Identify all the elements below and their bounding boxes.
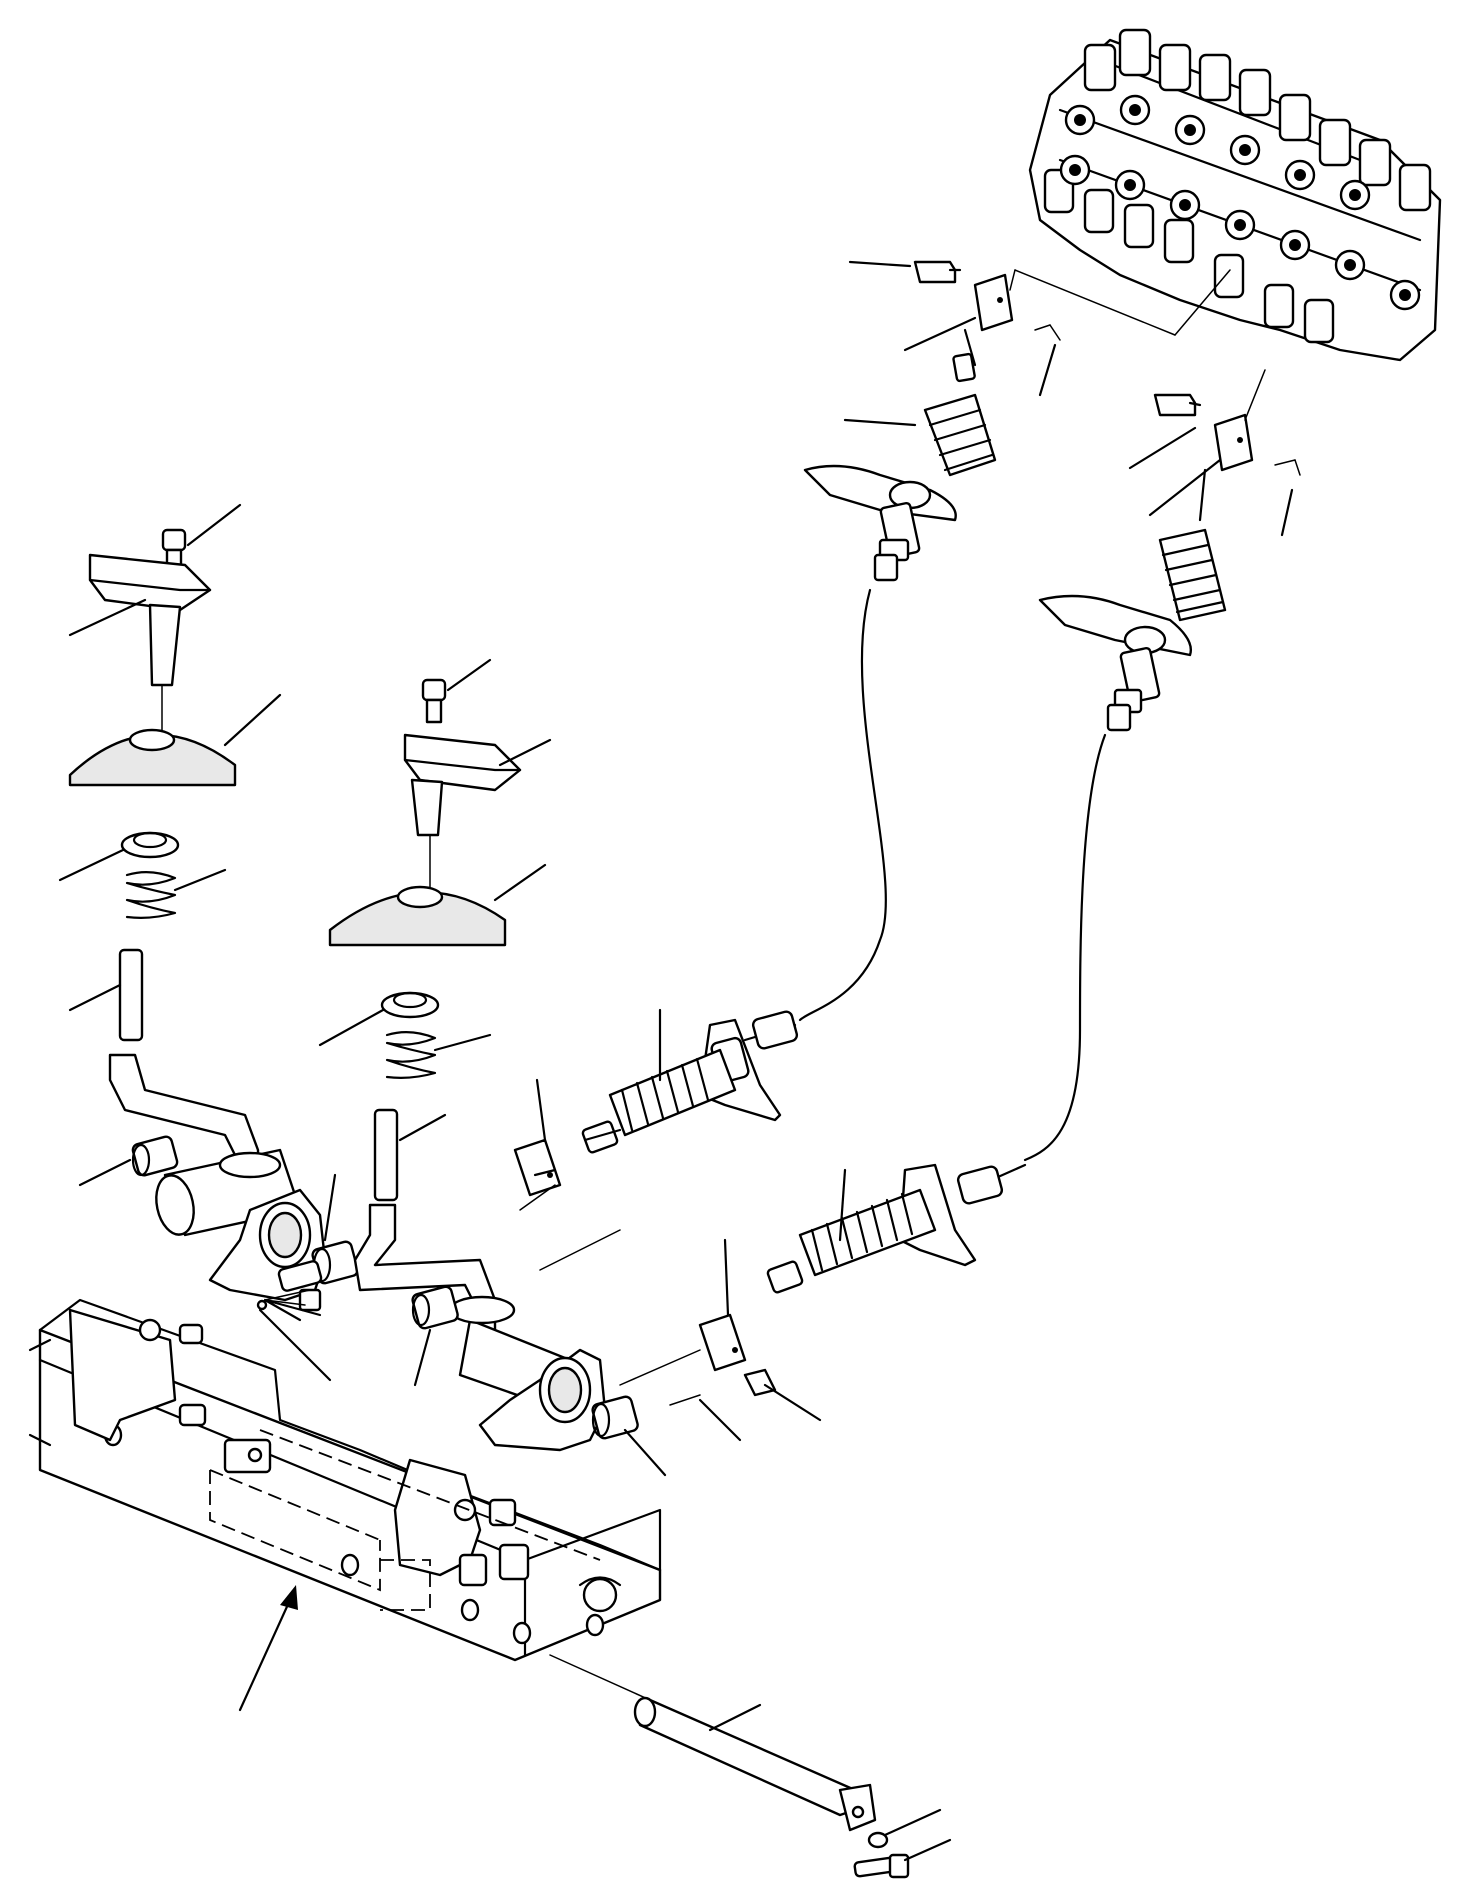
upper-clevis-assembly-2 <box>1128 369 1301 537</box>
leader-frame-arrow <box>238 1598 292 1712</box>
control-cable-1 <box>798 588 887 1022</box>
valve-fittings <box>1043 28 1432 344</box>
middle-lever-assembly <box>318 658 667 1477</box>
middle-cable-end-2 <box>619 1163 1027 1442</box>
upper-clevis-assembly-1 <box>848 260 1231 397</box>
pivot-shaft <box>549 1654 952 1879</box>
valve-ports <box>1059 94 1421 311</box>
upper-cable-end-1 <box>803 328 997 582</box>
middle-cable-end-1 <box>513 1008 799 1211</box>
control-valve-bank <box>1028 28 1442 362</box>
arrow-head <box>280 1585 298 1610</box>
left-lever-assembly <box>58 503 359 1382</box>
control-cable-2 <box>1023 733 1107 1162</box>
upper-cable-end-2 <box>1038 468 1227 732</box>
base-frame <box>28 1298 662 1662</box>
